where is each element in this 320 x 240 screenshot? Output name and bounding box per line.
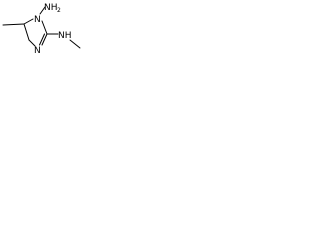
label-amino-subscript: 2: [57, 7, 61, 14]
bond-ring-c4-n3: [28, 39, 36, 47]
label-amino-nitrogen: NH: [44, 3, 58, 13]
label-ring-nitrogen-top: N: [34, 15, 41, 25]
bond-ring-n1-c5: [23, 18, 34, 25]
label-methylamino-nitrogen: NH: [58, 31, 72, 41]
chemical-structure-diagram: NH 2 N N NH: [2, 3, 81, 56]
bond-c5-methyl: [2, 23, 25, 26]
label-ring-nitrogen-bottom: N: [34, 46, 41, 56]
bond-ring-c5-c4: [23, 23, 30, 41]
bond-ring-c2-n3-double-b: [39, 33, 45, 46]
bond-methylamino-methyl: [69, 39, 81, 49]
bond-n1-amino: [39, 6, 46, 15]
bond-ring-n1-c2: [41, 20, 48, 35]
bond-ring-c2-n3-double-a: [41, 33, 48, 46]
